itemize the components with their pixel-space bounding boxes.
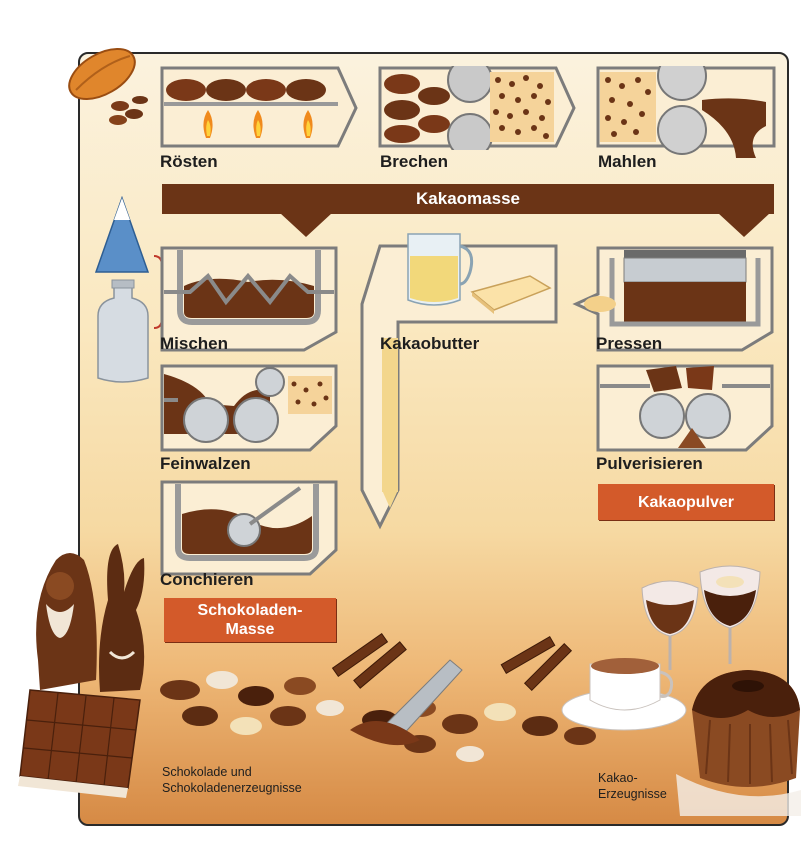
- roesten-illustration: [160, 66, 358, 148]
- kakaomasse-bar: Kakaomasse: [162, 184, 774, 214]
- butter-jug-illustration: [407, 233, 552, 314]
- kakaopulver-box: Kakaopulver: [598, 484, 774, 520]
- pulverisieren-illustration: [596, 364, 774, 452]
- conchieren-illustration: [160, 480, 338, 576]
- footer-left-line1: Schokolade und: [162, 765, 252, 779]
- step-label-kakaobutter: Kakaobutter: [380, 334, 480, 353]
- footer-right-line2: Erzeugnisse: [598, 787, 667, 801]
- feinwalzen-illustration: [160, 364, 338, 452]
- step-label-roesten: Rösten: [160, 152, 218, 171]
- mischen-illustration: [160, 246, 338, 352]
- step-label-mahlen: Mahlen: [598, 152, 657, 171]
- step-label-brechen: Brechen: [380, 152, 449, 171]
- footer-right-line1: Kakao-: [598, 771, 638, 785]
- footer-right-label: Kakao- Erzeugnisse: [598, 770, 667, 802]
- brechen-illustration: [378, 66, 576, 150]
- step-label-mischen: Mischen: [160, 334, 229, 353]
- step-label-feinwalzen: Feinwalzen: [160, 454, 251, 473]
- kakaopulver-label: Kakaopulver: [637, 493, 735, 511]
- schokoladen-masse-box: Schokoladen- Masse: [164, 598, 336, 642]
- step-label-pressen: Pressen: [596, 334, 663, 353]
- schokoladen-masse-line2: Masse: [225, 621, 275, 638]
- step-label-pulverisieren: Pulverisieren: [596, 454, 703, 473]
- footer-left-line2: Schokoladenerzeugnisse: [162, 781, 302, 795]
- kakaobutter-channel: [360, 244, 558, 530]
- chocolate-products-illustration: [18, 544, 596, 798]
- step-label-conchieren: Conchieren: [160, 570, 254, 589]
- cocoa-pod-illustration: [68, 48, 148, 125]
- pressen-illustration: [572, 246, 774, 352]
- ingredients-illustration: [94, 196, 163, 383]
- kakaomasse-arrows: [280, 213, 770, 237]
- footer-left-label: Schokolade und Schokoladenerzeugnisse: [162, 764, 302, 796]
- mahlen-illustration: [596, 66, 776, 158]
- schokoladen-masse-line1: Schokoladen-: [197, 602, 303, 619]
- cocoa-products-illustration: [561, 565, 801, 816]
